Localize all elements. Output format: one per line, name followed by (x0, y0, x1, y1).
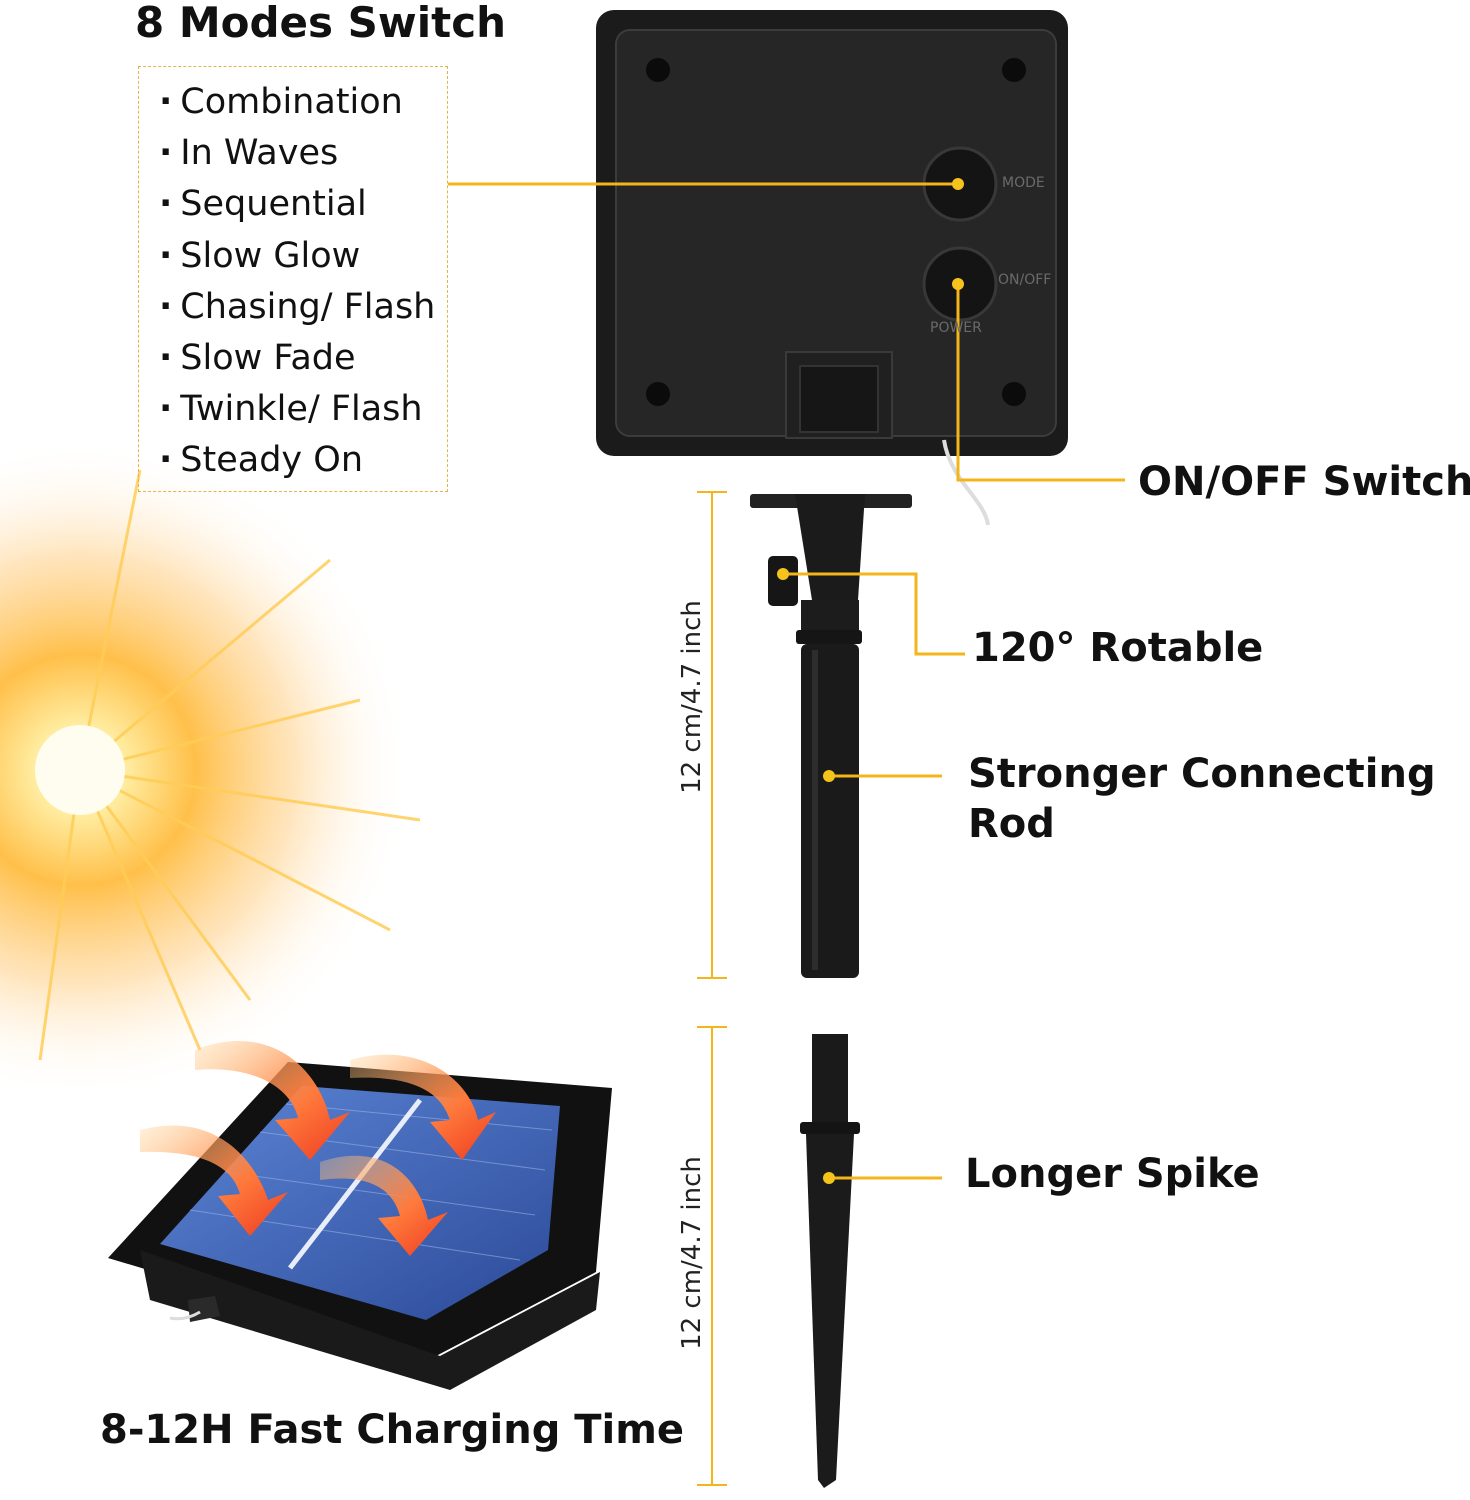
connecting-rod-callout-line2: Rod (968, 801, 1055, 847)
mode-item-combination: Combination (159, 77, 435, 128)
upper-dimension-label: 12 cm/4.7 inch (677, 600, 707, 794)
sun-illustration (0, 440, 421, 1100)
mode-item-steady-on: Steady On (159, 435, 435, 486)
modes-title: 8 Modes Switch (135, 0, 506, 47)
mode-item-twinkle-flash: Twinkle/ Flash (159, 384, 435, 435)
spike-callout: Longer Spike (965, 1151, 1260, 1197)
charging-time-callout: 8-12H Fast Charging Time (100, 1407, 685, 1453)
rotatable-callout: 120° Rotable (972, 625, 1264, 671)
controller-box (596, 10, 1068, 526)
mode-button-label: MODE (1002, 175, 1045, 191)
mode-item-chasing-flash: Chasing/ Flash (159, 282, 435, 333)
connecting-rod-callout-line1: Stronger Connecting (968, 751, 1436, 797)
lower-dimension-label: 12 cm/4.7 inch (677, 1156, 707, 1350)
onoff-switch-callout: ON/OFF Switch (1138, 459, 1470, 505)
mode-item-slow-fade: Slow Fade (159, 333, 435, 384)
dimension-brackets (697, 491, 727, 1486)
mode-item-sequential: Sequential (159, 179, 435, 230)
mode-item-in-waves: In Waves (159, 128, 435, 179)
leader-lines (448, 178, 1125, 1184)
modes-list-box: Combination In Waves Sequential Slow Glo… (138, 66, 448, 492)
connecting-rod-illustration (750, 494, 912, 978)
mode-item-slow-glow: Slow Glow (159, 231, 435, 282)
solar-panel-illustration (108, 1040, 612, 1390)
modes-list: Combination In Waves Sequential Slow Glo… (159, 77, 435, 487)
onoff-button-label: ON/OFF (998, 272, 1052, 288)
spike-illustration (800, 1034, 860, 1488)
power-label: POWER (930, 320, 982, 336)
